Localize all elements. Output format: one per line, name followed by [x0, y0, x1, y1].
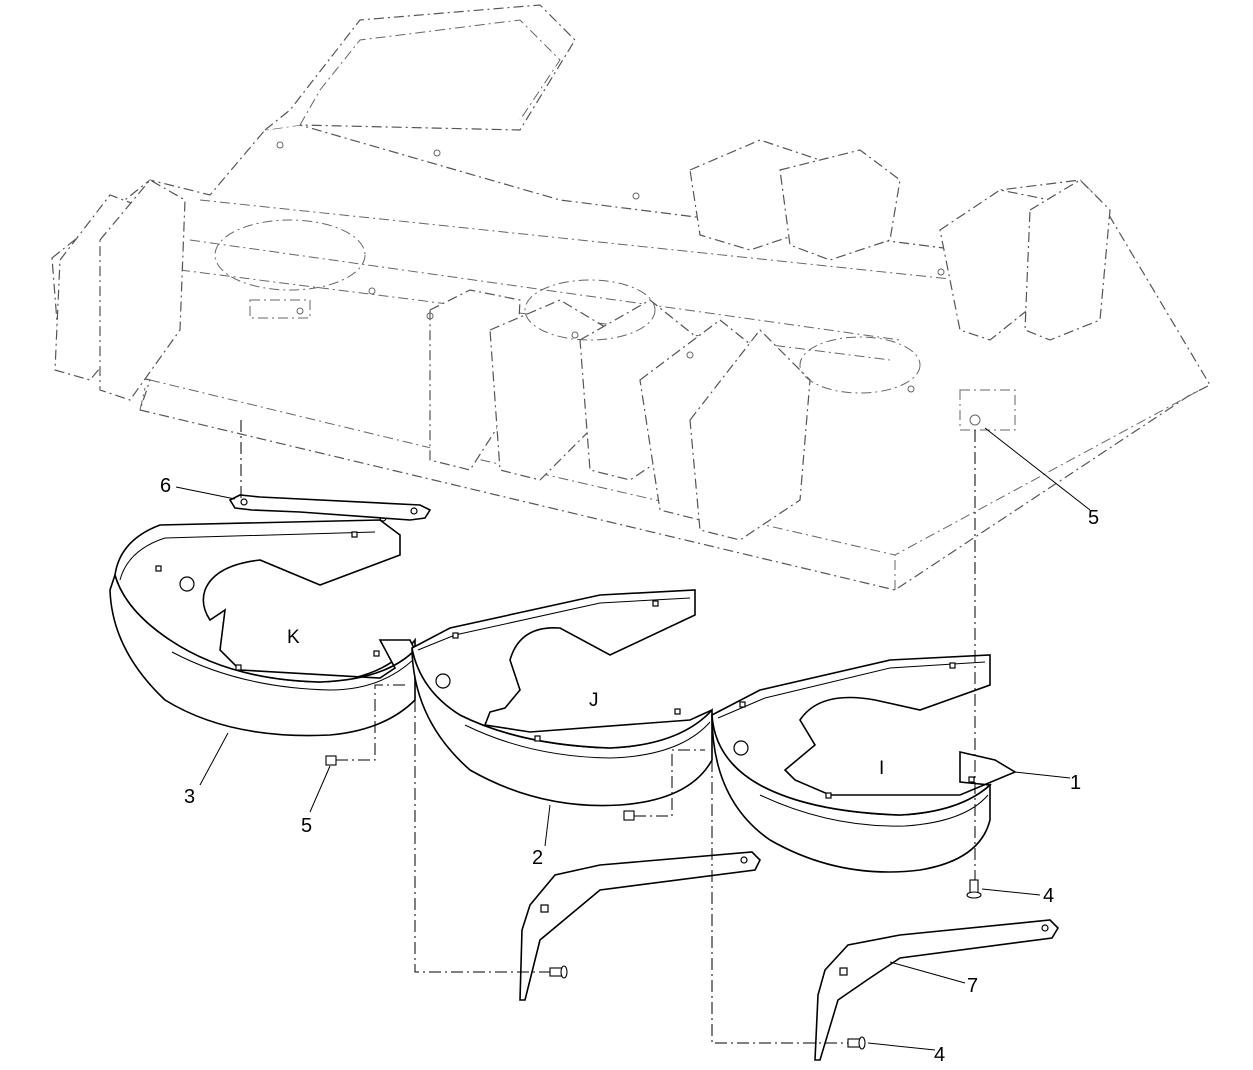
baffle-k — [109, 511, 416, 737]
bolt-4-upper — [966, 879, 982, 899]
callout-1: 1 — [1070, 772, 1081, 794]
zone-labels: K J I — [287, 627, 884, 779]
callout-4-upper: 4 — [1043, 885, 1054, 907]
callout-7: 7 — [967, 975, 978, 997]
leader-lines — [175, 427, 1091, 1051]
baffle-j — [411, 589, 713, 807]
callout-3: 3 — [184, 786, 195, 808]
callout-2: 2 — [532, 847, 543, 869]
callout-4-lower: 4 — [934, 1044, 945, 1066]
assembly-axes — [240, 420, 976, 1044]
bracket-7b — [814, 919, 1060, 1061]
zone-k-label: K — [287, 627, 300, 648]
nut-5-middle — [623, 810, 635, 821]
zone-i-label: I — [879, 758, 884, 779]
nut-5-left — [325, 755, 337, 766]
callout-5-frame: 5 — [1088, 507, 1099, 529]
bracket-6 — [228, 494, 432, 521]
bolt-4-lower — [847, 1036, 866, 1050]
callout-5-baffle: 5 — [301, 815, 312, 837]
callout-labels: 1 2 3 4 4 5 5 6 7 — [160, 475, 1099, 1066]
mower-deck-frame — [51, 4, 1211, 591]
zone-j-label: J — [589, 690, 599, 711]
bracket-7a — [519, 851, 761, 1001]
bolt-4-middle — [549, 965, 568, 979]
baffle-i — [711, 654, 1017, 873]
callout-6: 6 — [160, 475, 171, 497]
